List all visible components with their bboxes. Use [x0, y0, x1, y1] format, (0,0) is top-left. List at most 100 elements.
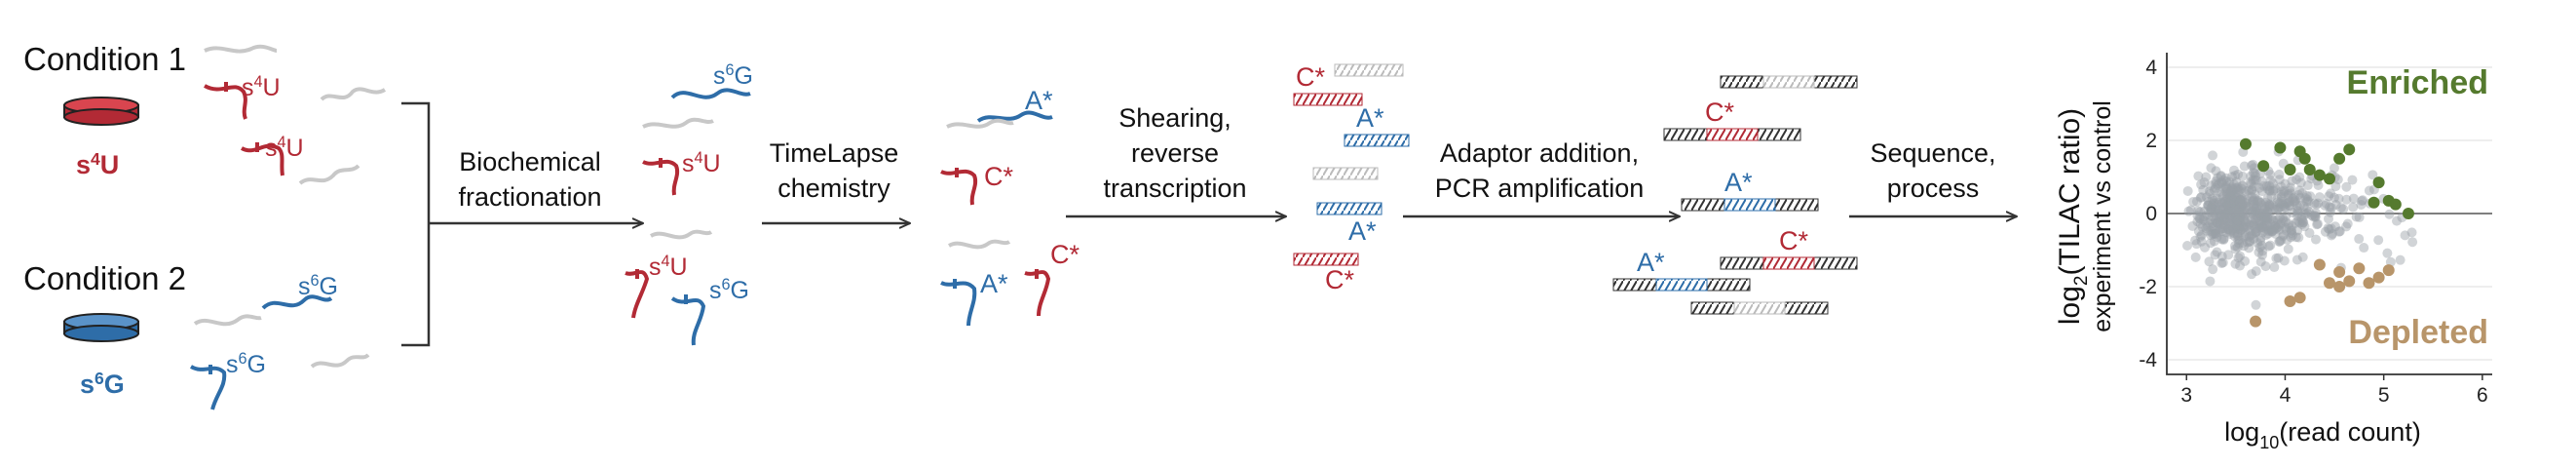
background-point — [2211, 176, 2221, 186]
x-tick-label: 5 — [2378, 384, 2390, 407]
background-point — [2225, 210, 2236, 220]
step-fractionation-line2: fractionation — [458, 182, 601, 212]
background-point — [2232, 201, 2243, 212]
background-point — [2238, 214, 2249, 224]
background-point — [2310, 211, 2321, 221]
background-point — [2248, 229, 2258, 240]
background-point — [2232, 229, 2243, 240]
background-point — [2275, 219, 2286, 230]
background-point — [2305, 191, 2316, 202]
background-point — [2292, 175, 2302, 185]
background-point — [2307, 211, 2318, 221]
background-point — [2183, 206, 2194, 216]
background-point — [2251, 206, 2261, 216]
background-point — [2204, 256, 2215, 267]
background-point — [2254, 218, 2265, 229]
c-star-tag: C* — [1325, 265, 1354, 294]
background-point — [2232, 217, 2243, 228]
background-point — [2290, 197, 2300, 208]
background-point — [2256, 241, 2267, 252]
background-point — [2220, 182, 2231, 193]
background-point — [2248, 205, 2258, 215]
background-point — [2211, 178, 2221, 189]
enriched-point — [2402, 208, 2414, 219]
background-point — [2239, 231, 2250, 242]
background-point — [2286, 232, 2296, 243]
background-point — [2276, 235, 2287, 246]
background-point — [2275, 213, 2286, 223]
background-point — [2289, 196, 2299, 207]
background-point — [2218, 212, 2229, 222]
s6g-tag: s6G — [298, 272, 338, 300]
background-point — [2285, 185, 2295, 196]
background-point — [2251, 226, 2261, 237]
background-point — [2384, 209, 2395, 219]
background-point — [2238, 221, 2249, 232]
background-point — [2247, 196, 2257, 207]
background-point — [2221, 199, 2232, 210]
background-point — [2195, 192, 2206, 203]
background-point — [2235, 216, 2246, 227]
fractionated-rna-group: s6G s4U s4U s6G — [625, 61, 753, 346]
background-point — [2215, 219, 2225, 230]
background-point — [2225, 226, 2236, 237]
background-point — [2238, 180, 2249, 191]
x-tick-label: 4 — [2280, 384, 2292, 407]
background-point — [2299, 210, 2310, 220]
background-point — [2240, 210, 2251, 220]
background-point — [2333, 193, 2344, 204]
background-point — [2274, 169, 2285, 179]
background-point — [2209, 228, 2219, 239]
s6g-label: s6G — [80, 369, 125, 399]
background-point — [2254, 242, 2265, 253]
background-point — [2280, 178, 2291, 189]
background-point — [2259, 211, 2270, 221]
background-point — [2373, 235, 2384, 246]
background-point — [2225, 199, 2236, 210]
background-point — [2216, 251, 2227, 261]
background-point — [2212, 217, 2222, 228]
depleted-point — [2382, 264, 2395, 277]
s4u-tag: s4U — [242, 73, 281, 101]
background-point — [2263, 208, 2274, 218]
a-star-tag: A* — [1348, 216, 1377, 246]
depleted-point — [2343, 275, 2356, 288]
background-point — [2243, 201, 2254, 212]
background-point — [2284, 200, 2294, 211]
background-point — [2265, 218, 2276, 229]
background-point — [2245, 219, 2255, 230]
background-point — [2320, 226, 2330, 237]
background-point — [2260, 197, 2271, 208]
background-point — [2264, 185, 2275, 196]
background-point — [2227, 181, 2238, 192]
background-point — [2228, 185, 2239, 196]
background-point — [2249, 202, 2259, 213]
background-point — [2221, 209, 2232, 219]
background-points — [2182, 146, 2418, 310]
depleted-point — [2313, 258, 2326, 271]
y-tick-label: 4 — [2145, 57, 2157, 79]
background-point — [2199, 211, 2210, 221]
background-point — [2205, 214, 2216, 225]
background-point — [2232, 184, 2243, 195]
background-point — [2201, 192, 2212, 203]
y-tick-label: -4 — [2139, 349, 2157, 371]
background-point — [2284, 218, 2294, 229]
y-axis-subtitle: experiment vs control — [2089, 100, 2116, 332]
unlabeled-rna-strand — [204, 44, 278, 54]
background-point — [2223, 206, 2234, 216]
background-point — [2329, 163, 2339, 174]
enriched-point — [2368, 196, 2380, 209]
background-point — [2273, 221, 2284, 232]
background-point — [2278, 214, 2289, 224]
background-point — [2206, 206, 2216, 216]
background-point — [2342, 218, 2353, 229]
background-point — [2239, 222, 2250, 233]
a-star-tag: A* — [1637, 248, 1665, 277]
background-point — [2216, 210, 2227, 220]
background-point — [2324, 191, 2334, 202]
background-point — [2308, 212, 2319, 222]
background-point — [2241, 195, 2252, 206]
background-point — [2206, 207, 2216, 217]
background-point — [2292, 206, 2303, 216]
